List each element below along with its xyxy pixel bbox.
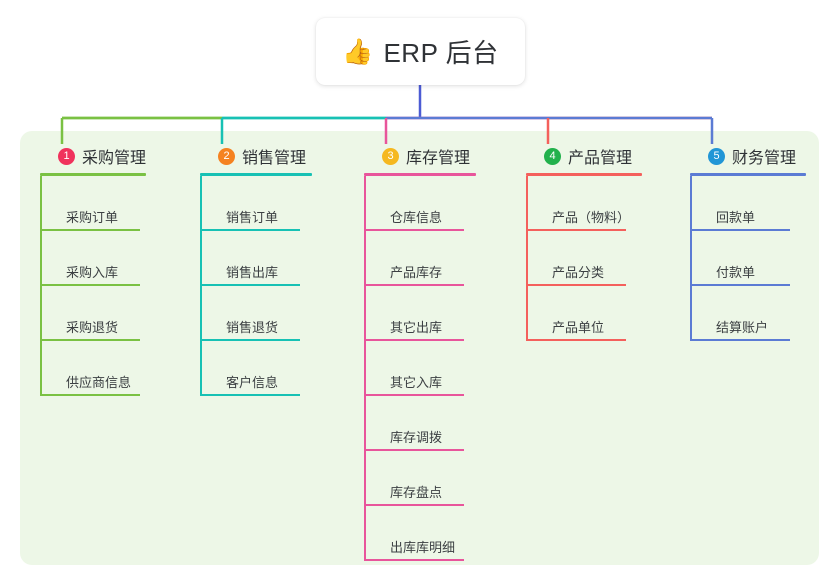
- branch-leaf-list: 采购订单采购入库采购退货供应商信息: [39, 176, 146, 396]
- branch-badge-icon: 5: [708, 147, 725, 165]
- leaf-label: 销售订单: [226, 210, 279, 225]
- branch-title: 销售管理: [242, 150, 307, 167]
- leaf-label: 产品（物料）: [552, 210, 631, 225]
- leaf-node[interactable]: 销售订单: [200, 176, 312, 231]
- branch-header-2[interactable]: 2 销售管理: [200, 144, 312, 168]
- leaf-node[interactable]: 其它出库: [364, 286, 476, 341]
- branch-column-5: 5 财务管理回款单付款单结算账户: [690, 144, 806, 341]
- branch-rule: [200, 173, 312, 176]
- leaf-node[interactable]: 产品库存: [364, 231, 476, 286]
- branch-badge-icon: 4: [544, 147, 561, 165]
- leaf-label: 客户信息: [226, 375, 279, 390]
- root-title: ERP 后台: [383, 38, 499, 68]
- leaf-node[interactable]: 产品单位: [526, 286, 642, 341]
- leaf-label: 其它出库: [390, 320, 443, 335]
- leaf-label: 付款单: [716, 265, 756, 280]
- branch-rule: [690, 173, 806, 176]
- leaf-label: 库存调拨: [390, 430, 443, 445]
- leaf-node[interactable]: 采购订单: [39, 176, 146, 231]
- leaf-node[interactable]: 采购入库: [39, 231, 146, 286]
- leaf-node[interactable]: 采购退货: [39, 286, 146, 341]
- leaf-label: 回款单: [716, 210, 756, 225]
- leaf-node[interactable]: 其它入库: [364, 341, 476, 396]
- branch-rule: [40, 173, 146, 176]
- branch-badge-icon: 2: [218, 147, 235, 165]
- leaf-node[interactable]: 出库库明细: [364, 506, 476, 561]
- leaf-label: 结算账户: [716, 320, 769, 335]
- leaf-node[interactable]: 库存盘点: [364, 451, 476, 506]
- leaf-node[interactable]: 结算账户: [690, 286, 806, 341]
- branch-leaf-list: 产品（物料） 产品分类产品单位: [526, 176, 642, 341]
- branch-column-4: 4 产品管理产品（物料） 产品分类产品单位: [526, 144, 642, 341]
- branch-column-1: 1 采购管理采购订单采购入库采购退货供应商信息: [39, 144, 146, 396]
- leaf-label: 产品单位: [552, 320, 605, 335]
- leaf-label: 采购订单: [66, 210, 119, 225]
- leaf-label: 库存盘点: [390, 485, 443, 500]
- leaf-node[interactable]: 销售退货: [200, 286, 312, 341]
- leaf-node[interactable]: 产品（物料）: [526, 176, 642, 231]
- leaf-label: 其它入库: [390, 375, 443, 390]
- leaf-node[interactable]: 回款单: [690, 176, 806, 231]
- leaf-node[interactable]: 库存调拨: [364, 396, 476, 451]
- branch-header-5[interactable]: 5 财务管理: [690, 144, 806, 168]
- leaf-label: 出库库明细: [390, 540, 456, 555]
- leaf-label: 采购退货: [66, 320, 119, 335]
- branch-rule: [526, 173, 642, 176]
- leaf-node[interactable]: 销售出库: [200, 231, 312, 286]
- leaf-node[interactable]: 产品分类: [526, 231, 642, 286]
- branch-title: 库存管理: [406, 150, 471, 167]
- branch-title: 产品管理: [568, 150, 633, 167]
- leaf-label: 供应商信息: [66, 375, 132, 390]
- leaf-label: 产品库存: [390, 265, 443, 280]
- leaf-node[interactable]: 仓库信息: [364, 176, 476, 231]
- branch-rule: [364, 173, 476, 176]
- branch-column-3: 3 库存管理仓库信息产品库存其它出库其它入库库存调拨库存盘点出库库明细: [364, 144, 476, 561]
- branch-column-2: 2 销售管理销售订单销售出库销售退货客户信息: [200, 144, 312, 396]
- leaf-label: 仓库信息: [390, 210, 443, 225]
- branch-leaf-list: 回款单付款单结算账户: [690, 176, 806, 341]
- branch-badge-icon: 1: [58, 147, 75, 165]
- branches-panel: [20, 131, 819, 565]
- branch-header-3[interactable]: 3 库存管理: [364, 144, 476, 168]
- root-node[interactable]: 👍 ERP 后台: [316, 18, 525, 85]
- branch-title: 财务管理: [732, 150, 797, 167]
- leaf-label: 销售退货: [226, 320, 279, 335]
- branch-header-4[interactable]: 4 产品管理: [526, 144, 642, 168]
- branch-leaf-list: 仓库信息产品库存其它出库其它入库库存调拨库存盘点出库库明细: [364, 176, 476, 561]
- branch-leaf-list: 销售订单销售出库销售退货客户信息: [200, 176, 312, 396]
- leaf-node[interactable]: 供应商信息: [39, 341, 146, 396]
- leaf-node[interactable]: 付款单: [690, 231, 806, 286]
- branch-title: 采购管理: [82, 150, 147, 167]
- leaf-label: 销售出库: [226, 265, 279, 280]
- branch-header-1[interactable]: 1 采购管理: [40, 144, 146, 168]
- branch-badge-icon: 3: [382, 147, 399, 165]
- thumbs-up-icon: 👍: [342, 38, 374, 66]
- leaf-label: 产品分类: [552, 265, 605, 280]
- leaf-label: 采购入库: [66, 265, 119, 280]
- leaf-node[interactable]: 客户信息: [200, 341, 312, 396]
